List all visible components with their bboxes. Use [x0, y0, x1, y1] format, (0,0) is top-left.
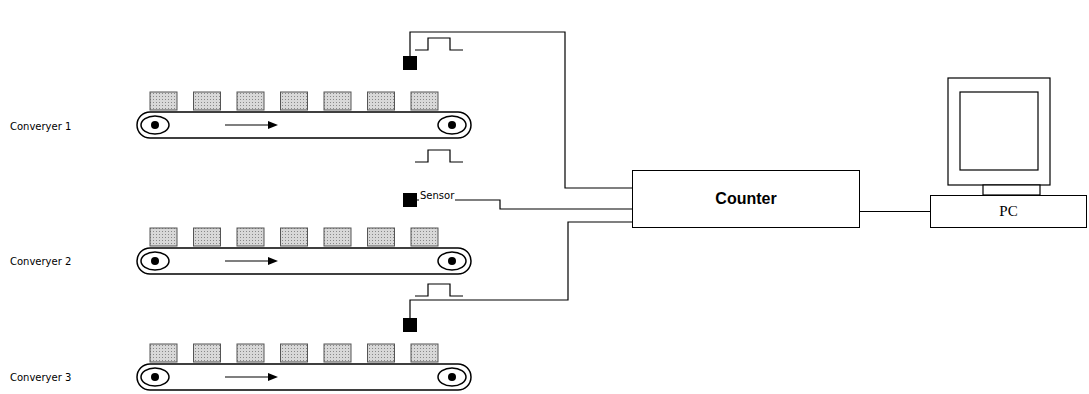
direction-arrow: [225, 376, 268, 377]
counter-box: Counter: [632, 170, 860, 228]
direction-arrow: [225, 124, 268, 125]
node-text: PC: [999, 203, 1017, 220]
pulley-axle: [448, 257, 456, 265]
pulley: [438, 368, 466, 386]
sensor-label: Sensor: [419, 190, 455, 201]
product-box: [411, 228, 438, 246]
product-box: [237, 344, 264, 362]
pulley-axle: [448, 121, 456, 129]
pulley-axle: [151, 257, 159, 265]
belt: [137, 248, 471, 274]
conveyor-label: Converyer 3: [10, 372, 71, 383]
arrow-head: [268, 257, 278, 265]
product-box: [368, 92, 395, 110]
product-box: [150, 228, 177, 246]
conveyor-label: Converyer 1: [10, 121, 71, 132]
pulley-axle: [448, 373, 456, 381]
product-box: [324, 92, 351, 110]
product-box: [324, 344, 351, 362]
conveyor-label: Converyer 2: [10, 256, 71, 267]
pulley: [141, 252, 169, 270]
pulley: [438, 116, 466, 134]
product-box: [281, 228, 308, 246]
pulley-axle: [151, 121, 159, 129]
conveyor-belt: [137, 228, 471, 274]
product-box: [150, 92, 177, 110]
product-box: [324, 228, 351, 246]
product-box: [411, 92, 438, 110]
pulley: [141, 116, 169, 134]
product-box: [281, 344, 308, 362]
conveyor-belt: [137, 92, 471, 138]
product-box: [281, 92, 308, 110]
arrow-head: [268, 121, 278, 129]
direction-arrow: [225, 260, 268, 261]
belt: [137, 112, 471, 138]
product-box: [237, 92, 264, 110]
conveyor-belt: [137, 344, 471, 390]
arrow-head: [268, 373, 278, 381]
product-box: [194, 344, 221, 362]
product-box: [237, 228, 264, 246]
product-box: [368, 344, 395, 362]
pulley: [438, 252, 466, 270]
product-box: [368, 228, 395, 246]
connector: [860, 211, 930, 212]
belt: [137, 364, 471, 390]
pc-box: PC: [930, 195, 1087, 228]
product-box: [194, 228, 221, 246]
product-box: [194, 92, 221, 110]
pulley: [141, 368, 169, 386]
node-text: Counter: [715, 190, 776, 208]
pulley-axle: [151, 373, 159, 381]
product-box: [150, 344, 177, 362]
product-box: [411, 344, 438, 362]
